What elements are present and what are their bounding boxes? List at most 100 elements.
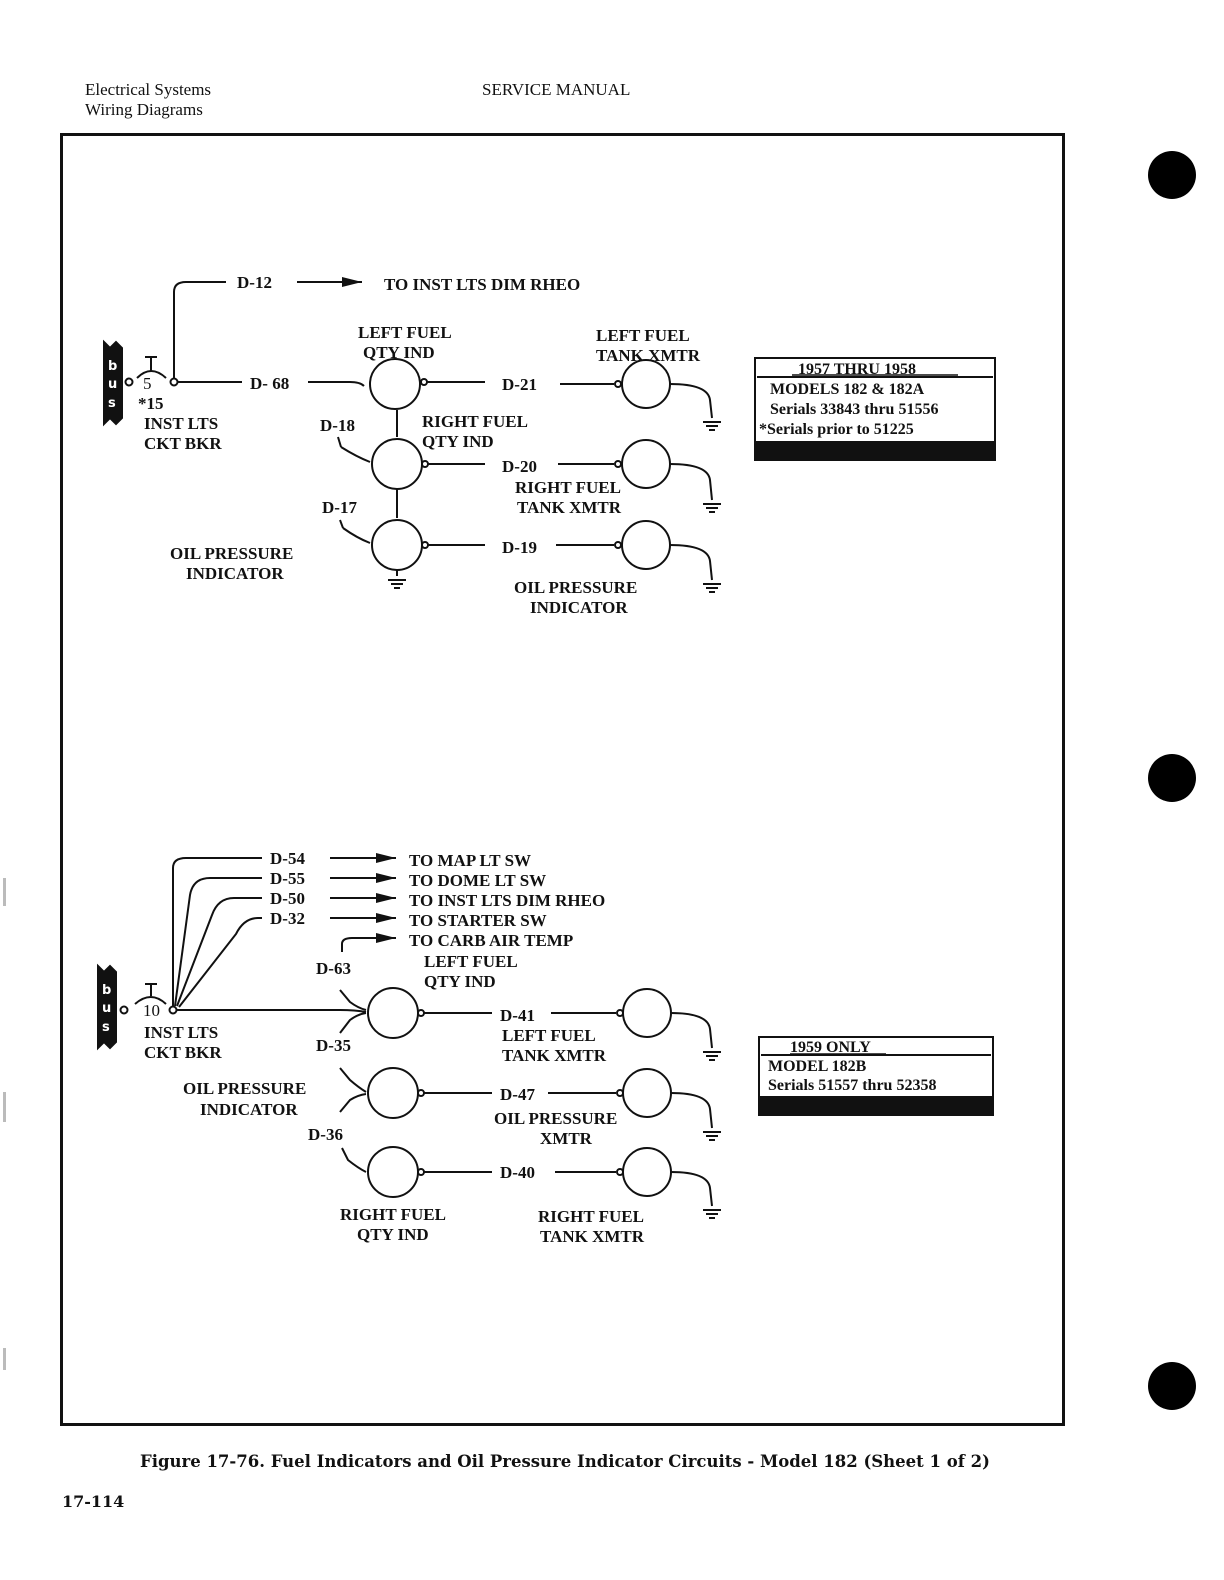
bus-letter-b-top: b [108, 359, 117, 374]
header-line-2: Wiring Diagrams [85, 100, 203, 119]
binder-hole-bottom [1148, 1362, 1196, 1410]
label-oil-ind-1-bottom: OIL PRESSURE [183, 1079, 306, 1098]
label-oil-xmtr-2-bottom: XMTR [540, 1129, 593, 1148]
dest-label-d50: TO INST LTS DIM RHEO [409, 891, 605, 910]
xmtr-oil-pressure-bottom [622, 1068, 672, 1118]
breaker-terminal-left-bottom [119, 1005, 129, 1015]
effectivity-line2-top: Serials 33843 thru 51556 [770, 401, 938, 418]
gauge-left-fuel-qty-top [369, 358, 421, 410]
label-left-fuel-xmtr-1-bottom: LEFT FUEL [502, 1026, 596, 1045]
gauge-right-fuel-qty-bottom [367, 1146, 419, 1198]
xmtr-left-fuel-bottom [622, 988, 672, 1038]
scan-mark-2 [3, 1092, 6, 1122]
breaker-arc-top [136, 370, 167, 379]
label-left-fuel-qty-2-bottom: QTY IND [424, 972, 496, 991]
dest-label-d54: TO MAP LT SW [409, 851, 531, 870]
bus-letter-u-bottom: u [102, 1001, 111, 1016]
wire-label-d19: D-19 [502, 538, 537, 557]
label-right-fuel-xmtr-2-top: TANK XMTR [517, 498, 622, 517]
label-oil-ind-2-bottom: INDICATOR [200, 1100, 298, 1119]
wire-label-d50: D-50 [270, 889, 305, 908]
wire-d55 [174, 877, 262, 1007]
bus-bar-top [103, 339, 123, 427]
xmtr-right-fuel-bottom [622, 1147, 672, 1197]
binder-hole-top [1148, 151, 1196, 199]
wire-label-d18: D-18 [320, 416, 355, 435]
dest-label-d55: TO DOME LT SW [409, 871, 546, 890]
label-right-fuel-xmtr-1-bottom: RIGHT FUEL [538, 1207, 644, 1226]
bus-letter-b-bottom: b [102, 983, 111, 998]
effectivity-title-top: 1957 THRU 1958 [798, 361, 916, 378]
scan-mark-1 [3, 878, 6, 906]
breaker-label-2-bottom: CKT BKR [144, 1043, 222, 1062]
label-right-fuel-xmtr-2-bottom: TANK XMTR [540, 1227, 645, 1246]
label-right-fuel-qty-1-bottom: RIGHT FUEL [340, 1205, 446, 1224]
wire-label-d17: D-17 [322, 498, 357, 517]
diagram-frame [60, 133, 1065, 1426]
label-left-fuel-xmtr-1-top: LEFT FUEL [596, 326, 690, 345]
wire-label-d63: D-63 [316, 959, 351, 978]
wire-label-d20: D-20 [502, 457, 537, 476]
scan-mark-3 [3, 1348, 6, 1370]
wire-label-d32: D-32 [270, 909, 305, 928]
effectivity-line1-top: MODELS 182 & 182A [770, 381, 925, 398]
breaker-number-top: 5 [143, 374, 152, 393]
label-right-fuel-qty-1-top: RIGHT FUEL [422, 412, 528, 431]
effectivity-title-bottom: 1959 ONLY [790, 1039, 871, 1056]
label-right-fuel-qty-2-bottom: QTY IND [357, 1225, 429, 1244]
breaker-label-2-top: CKT BKR [144, 434, 222, 453]
dest-label-carb: TO CARB AIR TEMP [409, 931, 573, 950]
wire-d32 [178, 917, 262, 1008]
label-left-fuel-qty-1-top: LEFT FUEL [358, 323, 452, 342]
dest-label-d32: TO STARTER SW [409, 911, 547, 930]
page-number: 17-114 [62, 1492, 125, 1511]
header-section-title: Electrical Systems Wiring Diagrams [85, 80, 211, 120]
label-oil-xmtr-1-bottom: OIL PRESSURE [494, 1109, 617, 1128]
label-oil-ind-left-1-top: OIL PRESSURE [170, 544, 293, 563]
wire-label-d40: D-40 [500, 1163, 535, 1182]
header-line-1: Electrical Systems [85, 80, 212, 99]
wire-label-d47: D-47 [500, 1085, 535, 1104]
binder-hole-middle [1148, 754, 1196, 802]
wire-d12 [173, 281, 226, 378]
wire-label-d35: D-35 [316, 1036, 351, 1055]
wire-label-d54: D-54 [270, 849, 305, 868]
breaker-arc-bottom [134, 996, 167, 1005]
header-manual-title: SERVICE MANUAL [482, 80, 631, 99]
label-oil-ind-right-1-top: OIL PRESSURE [514, 578, 637, 597]
label-oil-ind-left-2-top: INDICATOR [186, 564, 284, 583]
wire-label-d12: D-12 [237, 273, 272, 292]
label-oil-ind-right-2-top: INDICATOR [530, 598, 628, 617]
label-left-fuel-qty-1-bottom: LEFT FUEL [424, 952, 518, 971]
wire-label-d41: D-41 [500, 1006, 535, 1025]
wire-d50 [176, 897, 262, 1007]
bus-letter-u-top: u [108, 377, 117, 392]
label-right-fuel-qty-2-top: QTY IND [422, 432, 494, 451]
dest-label-d12: TO INST LTS DIM RHEO [384, 275, 580, 294]
breaker-label-1-top: INST LTS [144, 414, 218, 433]
gauge-right-fuel-qty-top [371, 438, 423, 490]
breaker-label-1-bottom: INST LTS [144, 1023, 218, 1042]
effectivity-line1-bottom: MODEL 182B [768, 1058, 867, 1075]
bus-letter-s-top: s [108, 396, 116, 411]
wire-d54 [172, 857, 262, 1006]
xmtr-right-fuel-top [621, 439, 671, 489]
gauge-left-fuel-qty-bottom [367, 987, 419, 1039]
wire-label-d68: D- 68 [250, 374, 289, 393]
bus-bar-bottom [97, 963, 117, 1051]
gauge-oil-pressure-bottom [367, 1067, 419, 1119]
breaker-number-bottom: 10 [143, 1001, 160, 1020]
breaker-terminal-right-top [169, 377, 179, 387]
breaker-terminal-right-bottom [168, 1005, 178, 1015]
breaker-terminal-left-top [124, 377, 134, 387]
effectivity-line2-bottom: Serials 51557 thru 52358 [768, 1077, 936, 1094]
bus-letter-s-bottom: s [102, 1020, 110, 1035]
wire-carb [341, 933, 396, 952]
label-left-fuel-qty-2-top: QTY IND [363, 343, 435, 362]
label-right-fuel-xmtr-1-top: RIGHT FUEL [515, 478, 621, 497]
effectivity-line3-top: *Serials prior to 51225 [759, 421, 914, 438]
label-left-fuel-xmtr-2-top: TANK XMTR [596, 346, 701, 365]
wire-label-d21: D-21 [502, 375, 537, 394]
figure-caption: Figure 17-76. Fuel Indicators and Oil Pr… [140, 1452, 990, 1471]
